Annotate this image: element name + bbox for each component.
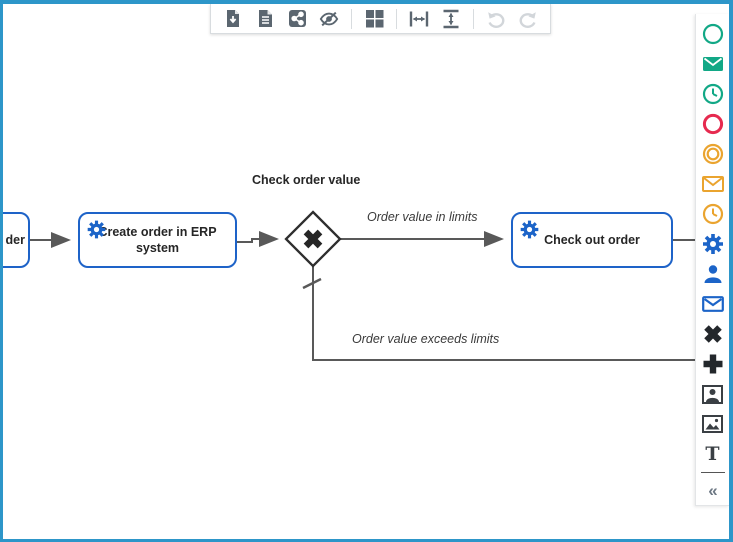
zoom-bar	[0, 500, 733, 542]
task-label: Create order in ERP system	[98, 224, 217, 255]
text-tool-icon[interactable]: T	[705, 442, 720, 465]
flow-label-exceeds-limits: Order value exceeds limits	[352, 332, 500, 346]
exclusive-gateway-icon[interactable]	[698, 319, 728, 349]
shape-palette: T «	[695, 14, 729, 506]
service-task-icon[interactable]	[698, 229, 728, 259]
message-start-event-icon[interactable]	[698, 49, 728, 79]
end-event-icon[interactable]	[698, 109, 728, 139]
task-partial-order[interactable]: der	[0, 212, 30, 268]
task-check-out-order[interactable]: Check out order	[511, 212, 673, 268]
redo-icon[interactable]	[518, 9, 538, 29]
timer-intermediate-event-icon[interactable]	[698, 199, 728, 229]
default-flow-slash	[302, 277, 322, 290]
task-create-order-erp[interactable]: Create order in ERP system	[78, 212, 237, 268]
timer-start-event-icon[interactable]	[698, 79, 728, 109]
hide-visibility-icon[interactable]	[319, 9, 339, 29]
toolbar-separator	[351, 8, 352, 29]
toolbar-separator	[396, 8, 397, 29]
export-file-icon[interactable]	[223, 9, 243, 29]
flow-create-to-gateway[interactable]	[237, 231, 279, 247]
gateway-x-marker	[303, 229, 323, 249]
undo-icon[interactable]	[486, 9, 506, 29]
flow-label-in-limits: Order value in limits	[367, 210, 478, 224]
distribute-horizontal-icon[interactable]	[409, 9, 429, 29]
user-image-icon[interactable]	[698, 379, 728, 409]
collapse-palette-button[interactable]: «	[708, 480, 718, 500]
user-task-icon[interactable]	[698, 259, 728, 289]
toolbar-separator	[473, 8, 474, 29]
intermediate-event-icon[interactable]	[698, 139, 728, 169]
image-icon[interactable]	[698, 409, 728, 439]
grid-layout-icon[interactable]	[364, 9, 384, 29]
top-toolbar	[210, 4, 551, 34]
gateway-label: Check order value	[252, 173, 361, 187]
flow-exceeds-limits[interactable]	[312, 266, 700, 361]
service-task-gear-icon	[520, 220, 539, 239]
distribute-vertical-icon[interactable]	[441, 9, 461, 29]
palette-divider	[700, 472, 725, 473]
start-event-icon[interactable]	[698, 19, 728, 49]
task-label: Check out order	[544, 232, 640, 247]
task-label: der	[5, 232, 25, 247]
document-icon[interactable]	[255, 9, 275, 29]
send-task-icon[interactable]	[698, 289, 728, 319]
message-intermediate-event-icon[interactable]	[698, 169, 728, 199]
share-icon[interactable]	[287, 9, 307, 29]
service-task-gear-icon	[87, 220, 106, 239]
parallel-gateway-icon[interactable]	[698, 349, 728, 379]
